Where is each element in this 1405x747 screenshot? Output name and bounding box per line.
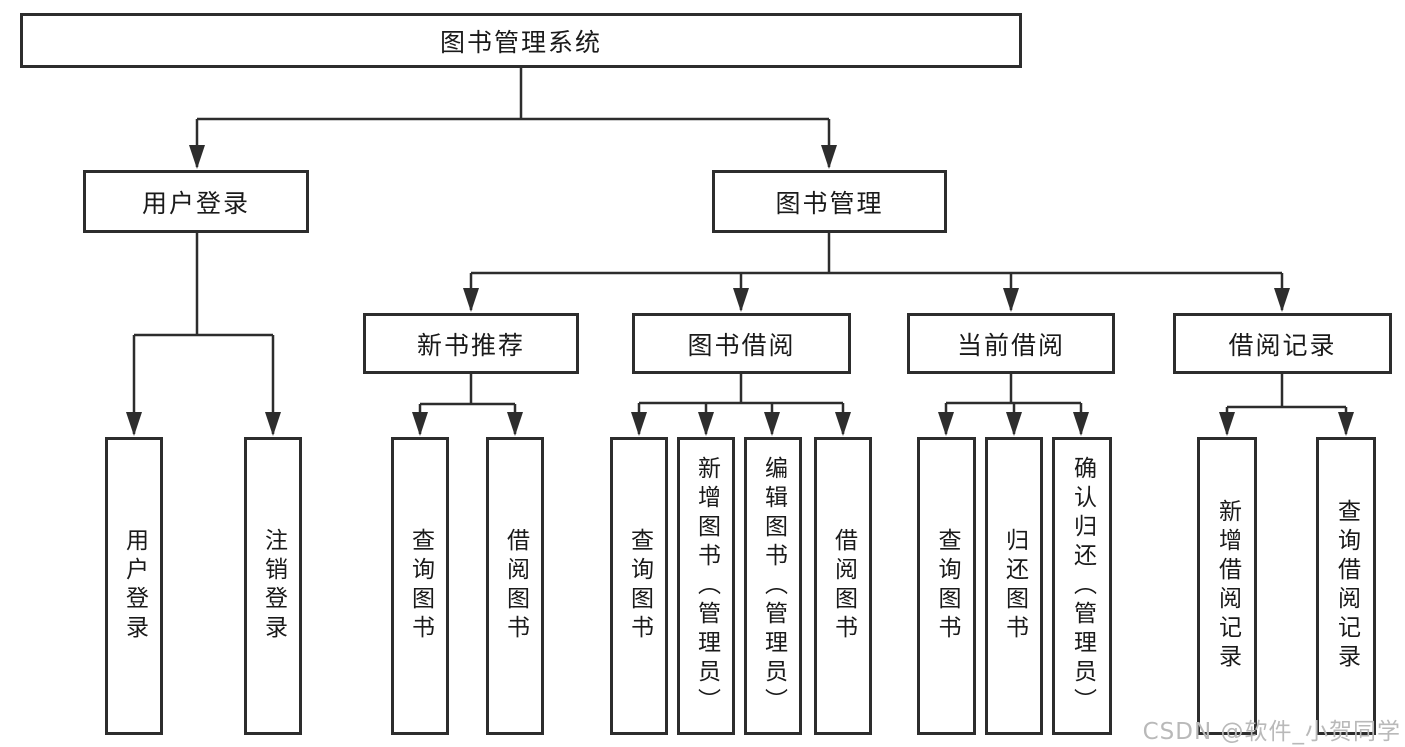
leaf-user-login-label: 用户登录 <box>121 528 148 644</box>
leaf-current-query-books-label: 查询图书 <box>934 528 960 644</box>
node-root-label: 图书管理系统 <box>439 27 602 57</box>
node-root: 图书管理系统 <box>20 13 1022 68</box>
leaf-borrow-edit-books-admin-label: 编辑图书（管理员） <box>760 455 787 717</box>
connector-borrow-records-to-leaves <box>1219 374 1354 436</box>
leaf-newrec-borrow-books: 借阅图书 <box>486 437 544 735</box>
csdn-watermark: CSDN @软件_小贺同学 <box>1142 719 1401 745</box>
leaf-current-return-books: 归还图书 <box>985 437 1043 735</box>
branch-book-management-label: 图书管理 <box>775 188 884 218</box>
branch-current-borrowing: 当前借阅 <box>907 313 1115 374</box>
leaf-records-query-borrow-record: 查询借阅记录 <box>1316 437 1376 735</box>
leaf-borrow-add-books-admin: 新增图书（管理员） <box>677 437 735 735</box>
leaf-newrec-borrow-books-label: 借阅图书 <box>502 528 529 644</box>
leaf-borrow-edit-books-admin: 编辑图书（管理员） <box>744 437 802 735</box>
branch-book-management: 图书管理 <box>712 170 947 233</box>
leaf-records-query-borrow-record-label: 查询借阅记录 <box>1333 499 1360 673</box>
leaf-logout: 注销登录 <box>244 437 302 735</box>
leaf-records-add-borrow-record-label: 新增借阅记录 <box>1214 499 1241 673</box>
branch-borrowing-records-label: 借阅记录 <box>1228 330 1337 360</box>
branch-book-borrowing: 图书借阅 <box>632 313 851 374</box>
branch-book-borrowing-label: 图书借阅 <box>687 330 796 360</box>
leaf-borrow-add-books-admin-label: 新增图书（管理员） <box>693 455 720 717</box>
branch-user-login: 用户登录 <box>83 170 309 233</box>
branch-new-book-recommend-label: 新书推荐 <box>416 330 525 360</box>
connector-book-mgmt-to-level3 <box>463 233 1290 312</box>
connector-current-borrow-to-leaves <box>938 374 1089 436</box>
leaf-current-confirm-return-admin: 确认归还（管理员） <box>1052 437 1112 735</box>
leaf-logout-label: 注销登录 <box>260 528 287 644</box>
leaf-user-login: 用户登录 <box>105 437 163 735</box>
leaf-borrow-query-books: 查询图书 <box>610 437 668 735</box>
branch-borrowing-records: 借阅记录 <box>1173 313 1392 374</box>
branch-new-book-recommend: 新书推荐 <box>363 313 579 374</box>
branch-current-borrowing-label: 当前借阅 <box>956 330 1065 360</box>
leaf-newrec-query-books: 查询图书 <box>391 437 449 735</box>
leaf-borrow-borrow-books: 借阅图书 <box>814 437 872 735</box>
connector-root-to-level2 <box>189 68 837 169</box>
leaf-borrow-borrow-books-label: 借阅图书 <box>830 528 857 644</box>
leaf-current-query-books: 查询图书 <box>917 437 976 735</box>
leaf-borrow-query-books-label: 查询图书 <box>626 528 653 644</box>
branch-user-login-label: 用户登录 <box>141 188 250 218</box>
leaf-current-return-books-label: 归还图书 <box>1001 528 1028 644</box>
leaf-records-add-borrow-record: 新增借阅记录 <box>1197 437 1257 735</box>
leaf-newrec-query-books-label: 查询图书 <box>407 528 434 644</box>
leaf-current-confirm-return-admin-label: 确认归还（管理员） <box>1069 455 1096 717</box>
connector-new-book-to-leaves <box>412 374 523 436</box>
connector-book-borrow-to-leaves <box>631 374 851 436</box>
connector-user-login-to-leaves <box>126 233 281 436</box>
